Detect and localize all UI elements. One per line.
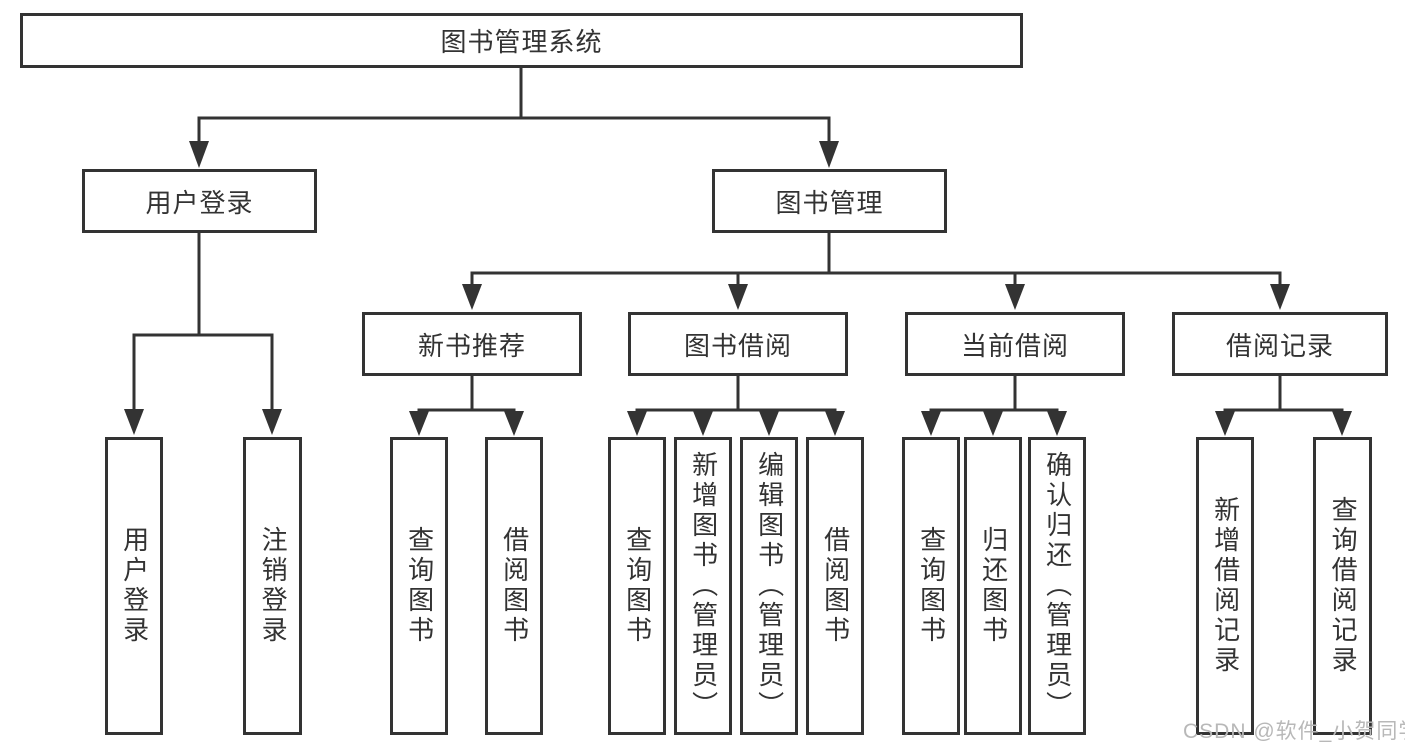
leaf-borrow-books-borrowing: 借阅图书	[806, 437, 864, 735]
arrow-down-icon	[921, 411, 941, 436]
leaf-query-borrow-record: 查询借阅记录	[1313, 437, 1372, 735]
arrow-down-icon	[983, 411, 1003, 436]
arrow-down-icon	[409, 411, 429, 436]
arrow-down-icon	[627, 411, 647, 436]
node-label: 编辑图书（管理员）	[754, 451, 785, 721]
arrow-down-icon	[189, 141, 209, 168]
node-label: 查询图书	[916, 526, 947, 646]
node-label: 查询借阅记录	[1328, 496, 1359, 676]
node-label: 注销登录	[258, 526, 289, 646]
node-label: 图书管理	[775, 187, 884, 218]
leaf-return-books: 归还图书	[964, 437, 1022, 735]
arrow-down-icon	[693, 411, 713, 436]
leaf-add-borrow-record: 新增借阅记录	[1196, 437, 1254, 735]
node-book-borrowing: 图书借阅	[628, 312, 848, 376]
node-label: 用户登录	[145, 187, 254, 218]
arrow-down-icon	[1332, 411, 1352, 436]
leaf-query-books-current: 查询图书	[902, 437, 960, 735]
arrow-down-icon	[819, 141, 839, 168]
node-label: 归还图书	[978, 526, 1009, 646]
leaf-edit-books-admin: 编辑图书（管理员）	[740, 437, 798, 735]
node-book-management: 图书管理	[712, 169, 947, 233]
leaf-query-books-borrowing: 查询图书	[608, 437, 666, 735]
node-label: 新书推荐	[417, 330, 526, 361]
node-label: 借阅图书	[820, 526, 851, 646]
node-label: 用户登录	[119, 526, 150, 646]
node-library-system: 图书管理系统	[20, 13, 1023, 68]
node-user-login: 用户登录	[82, 169, 317, 233]
arrow-down-icon	[1005, 284, 1025, 310]
arrow-down-icon	[1047, 411, 1067, 436]
node-new-book-recommendation: 新书推荐	[362, 312, 582, 376]
arrow-down-icon	[124, 409, 144, 435]
node-label: 当前借阅	[960, 330, 1069, 361]
leaf-borrow-books-recommend: 借阅图书	[485, 437, 543, 735]
leaf-add-books-admin: 新增图书（管理员）	[674, 437, 732, 735]
node-label: 图书借阅	[683, 330, 792, 361]
node-label: 查询图书	[622, 526, 653, 646]
leaf-user-login: 用户登录	[105, 437, 163, 735]
node-label: 借阅图书	[499, 526, 530, 646]
node-label: 图书管理系统	[440, 27, 603, 57]
node-label: 借阅记录	[1225, 330, 1334, 361]
arrow-down-icon	[728, 284, 748, 310]
watermark: CSDN @软件_小贺同学	[1183, 720, 1405, 743]
node-label: 查询图书	[404, 526, 435, 646]
leaf-logout: 注销登录	[243, 437, 302, 735]
leaf-query-books-recommend: 查询图书	[390, 437, 448, 735]
arrow-down-icon	[462, 284, 482, 310]
arrow-down-icon	[1215, 411, 1235, 436]
arrow-down-icon	[759, 411, 779, 436]
leaf-confirm-return-admin: 确认归还（管理员）	[1028, 437, 1086, 735]
arrow-down-icon	[1270, 284, 1290, 310]
node-label: 新增图书（管理员）	[688, 451, 719, 721]
arrow-down-icon	[825, 411, 845, 436]
node-current-borrowing: 当前借阅	[905, 312, 1125, 376]
node-borrowing-records: 借阅记录	[1172, 312, 1388, 376]
node-label: 新增借阅记录	[1210, 496, 1241, 676]
arrow-down-icon	[262, 409, 282, 435]
arrow-down-icon	[504, 411, 524, 436]
node-label: 确认归还（管理员）	[1042, 451, 1073, 721]
